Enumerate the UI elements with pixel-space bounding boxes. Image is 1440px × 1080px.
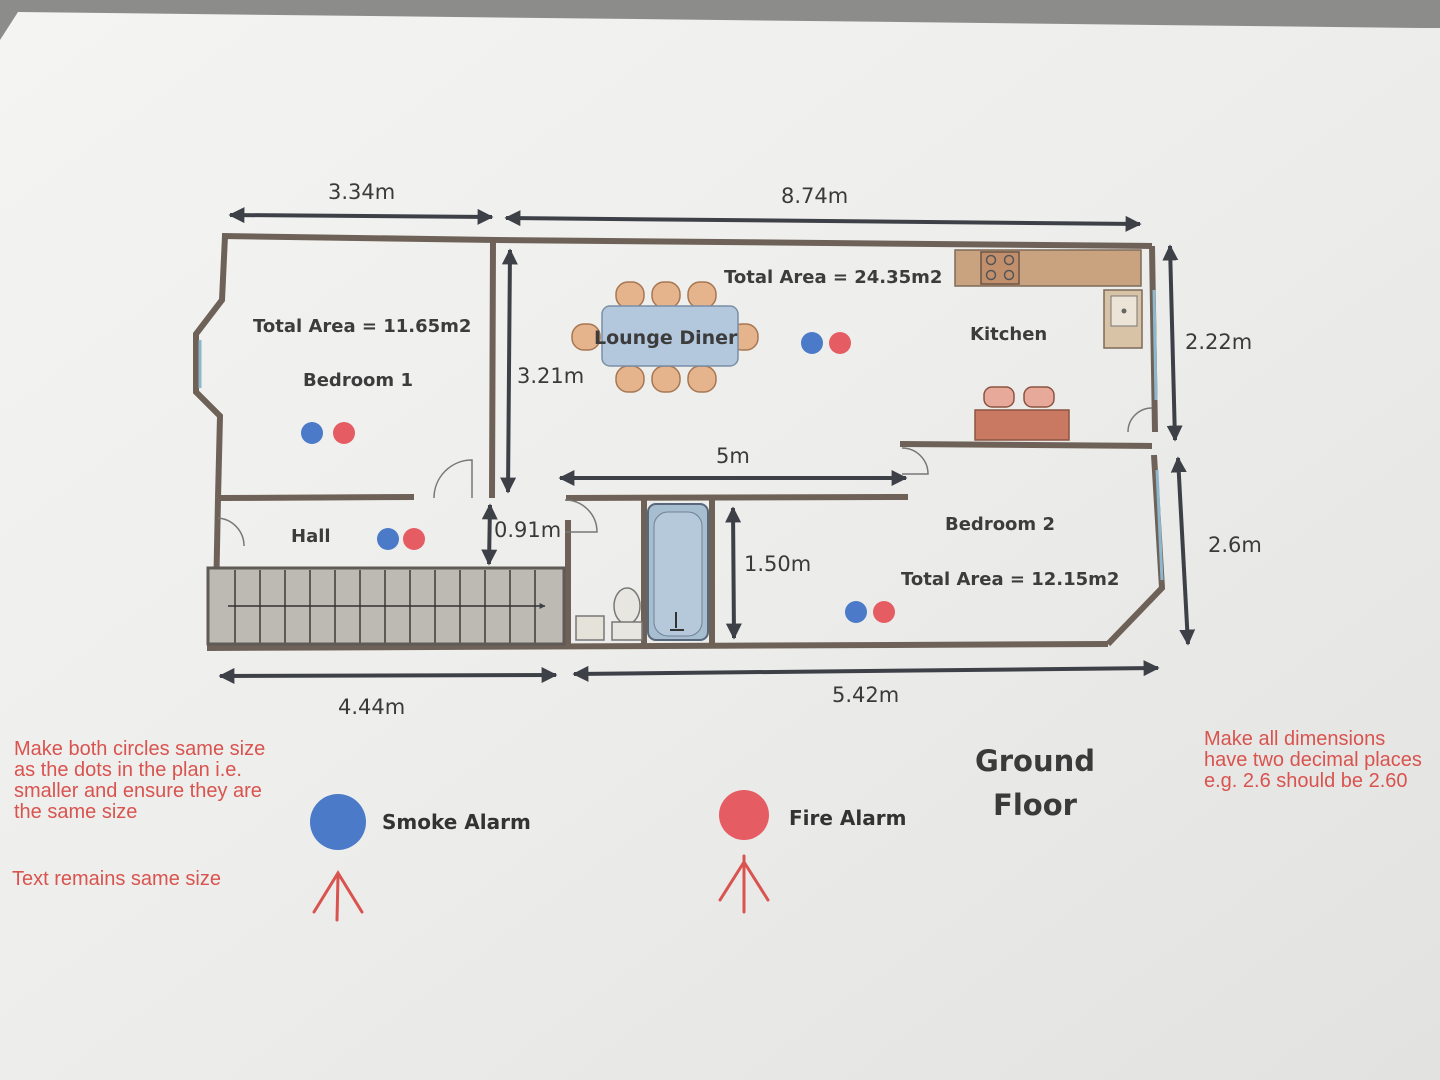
kitchen-name: Kitchen (970, 324, 1048, 345)
note-circle-size: Make both circles same size as the dots … (14, 738, 266, 823)
bedroom1-area: Total Area = 11.65m2 (253, 316, 472, 337)
hall-name: Hall (291, 526, 331, 547)
bedroom1-name: Bedroom 1 (303, 370, 413, 391)
title-ground: Ground (974, 744, 1096, 778)
dim-top-left: 3.34m (328, 180, 396, 204)
bedroom2-area: Total Area = 12.15m2 (901, 569, 1120, 590)
title-floor: Floor (993, 788, 1077, 822)
kitchen-table (974, 386, 1070, 441)
annotation-arrows (312, 854, 770, 922)
lounge-name: Lounge Diner (594, 327, 738, 349)
dim-kitchen-height: 2.22m (1185, 330, 1253, 354)
dim-bedroom2-height: 2.6m (1208, 533, 1262, 557)
dim-middle-width: 5m (716, 444, 750, 468)
windows (198, 289, 1164, 581)
doors (217, 407, 1153, 547)
fire-dot-bedroom2 (873, 601, 895, 623)
walls (193, 233, 1166, 651)
fire-alarm-legend-circle (719, 790, 769, 840)
dim-bedroom1-height: 3.21m (517, 364, 585, 388)
bedroom2-name: Bedroom 2 (945, 514, 1055, 535)
bathroom-fittings (575, 503, 709, 641)
fire-dot-bedroom1 (333, 422, 355, 444)
dimension-arrows (218, 207, 1196, 684)
note-decimal-places: Make all dimensions have two decimal pla… (1204, 728, 1422, 792)
dim-bottom-right: 5.42m (832, 683, 900, 707)
lounge-area: Total Area = 24.35m2 (724, 267, 943, 288)
dim-bath-height: 1.50m (744, 552, 812, 576)
dim-hall-depth: 0.91m (494, 518, 562, 542)
smoke-alarm-legend-circle (310, 794, 366, 850)
smoke-dot-hall (377, 528, 399, 550)
staircase (206, 566, 566, 646)
dim-bottom-left: 4.44m (338, 695, 406, 719)
smoke-dot-bedroom1 (301, 422, 323, 444)
kitchen-counter (954, 249, 1143, 349)
fire-dot-lounge (829, 332, 851, 354)
plan-alarm-dots (301, 332, 895, 623)
dim-top-right: 8.74m (781, 184, 849, 208)
smoke-alarm-label: Smoke Alarm (382, 810, 531, 834)
dining-table (571, 281, 759, 393)
note-text-size: Text remains same size (12, 868, 221, 890)
fire-dot-hall (403, 528, 425, 550)
smoke-dot-lounge (801, 332, 823, 354)
smoke-dot-bedroom2 (845, 601, 867, 623)
fire-alarm-label: Fire Alarm (789, 806, 907, 830)
